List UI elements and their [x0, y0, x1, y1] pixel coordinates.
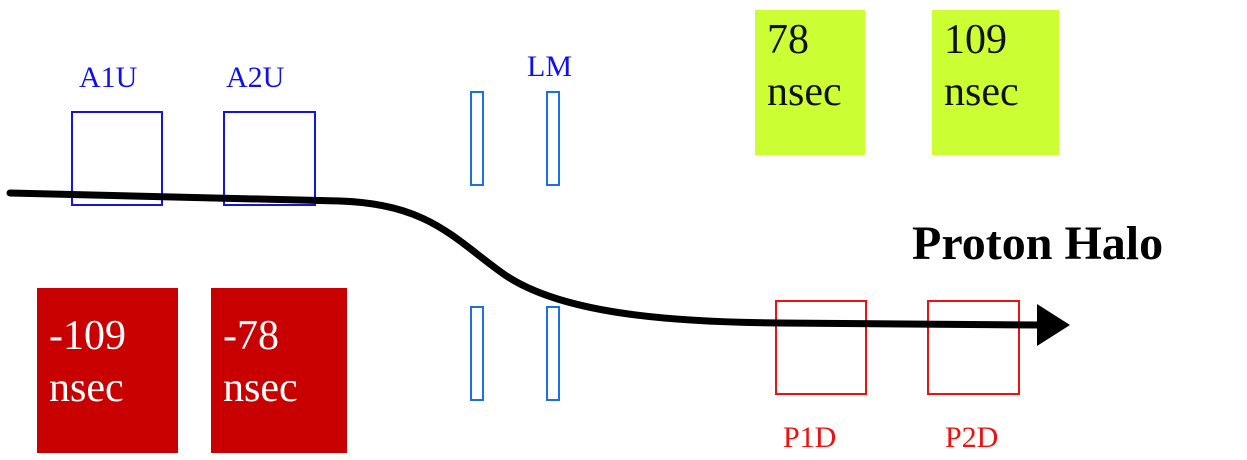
p2d-detector	[927, 300, 1020, 395]
timing-value: 109	[944, 17, 1007, 63]
a2u-detector	[223, 111, 316, 206]
timing-box-78: 78 nsec	[755, 10, 865, 155]
timing-unit: nsec	[944, 69, 1019, 115]
timing-unit: nsec	[767, 69, 842, 115]
beam-arrowhead-icon	[1037, 304, 1070, 346]
lm-lower-bar-left	[470, 306, 484, 401]
a2u-label: A2U	[226, 61, 285, 94]
lm-upper-bar-right	[546, 91, 560, 186]
p2d-label: P2D	[945, 421, 999, 454]
proton-halo-title: Proton Halo	[912, 217, 1164, 270]
timing-unit: nsec	[49, 365, 124, 411]
lm-upper-bar-left	[470, 91, 484, 186]
timing-box-109: 109 nsec	[932, 10, 1059, 155]
a1u-detector	[71, 111, 163, 206]
timing-value: -78	[223, 313, 279, 359]
timing-box-minus-78: -78 nsec	[211, 288, 347, 453]
timing-box-minus-109: -109 nsec	[37, 288, 178, 453]
beam-path	[6, 189, 1044, 329]
timing-value: -109	[49, 313, 126, 359]
a1u-label: A1U	[79, 61, 138, 94]
p1d-detector	[775, 300, 867, 395]
lm-lower-bar-right	[546, 306, 560, 401]
timing-unit: nsec	[223, 365, 298, 411]
timing-value: 78	[767, 17, 809, 63]
lm-label: LM	[527, 50, 572, 83]
p1d-label: P1D	[783, 421, 837, 454]
